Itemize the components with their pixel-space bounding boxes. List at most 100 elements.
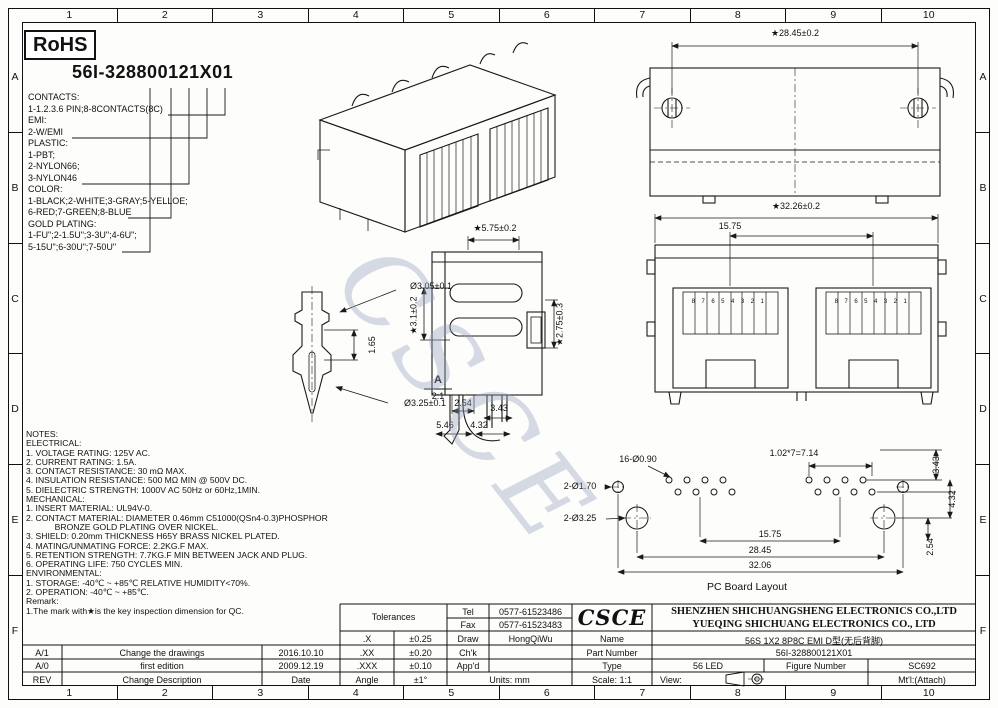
detail-a-view [292,286,452,424]
legend-line: 1-1.2.3.6 PIN;8-8CONTACTS(8C) [28,103,163,114]
grid-row-label: F [976,575,990,686]
legend-line: 2-W/EMI [28,126,63,137]
note-line: 6. OPERATING LIFE: 750 CYCLES MIN. [26,559,183,570]
legend-line: 5-15U";6-30U";7-50U" [28,241,117,252]
dim-top-view-width: ★28.45±0.2 [770,28,820,38]
grid-row-label: A [979,70,987,83]
dim-port-pitch: 15.75 [718,221,742,231]
note-line: 1.The mark with★is the key inspection di… [26,605,244,616]
detail-view-scale: 2:1 [431,391,445,401]
approved-label: App'd [456,661,480,671]
figure-number-label: Figure Number [785,661,847,671]
draw-label: Draw [457,634,479,644]
tolerance-value: ±1° [413,675,428,685]
detail-view-label: A [434,374,442,386]
grid-row-label: B [976,131,990,243]
pcb-layout-title: PC Board Layout [707,581,787,593]
grid-column-label: 9 [785,8,881,22]
grid-column-label: 7 [594,686,690,700]
revision-header-date: Date [291,675,311,685]
grid-row-label: A [11,70,19,83]
part-number-value: 56I-328800121X01 [775,648,853,658]
note-line: MECHANICAL: [26,494,85,505]
notes-block: NOTES:ELECTRICAL:1. VOLTAGE RATING: 125V… [26,429,328,616]
revision-description: first edition [140,661,184,671]
dim-pcb-1575: 15.75 [758,529,782,539]
tolerance-label: Angle [355,675,379,685]
note-line: 1. STORAGE: -40℃ ~ +85℃ RELATIVE HUMIDIT… [26,577,251,588]
legend-line: 2-NYLON66; [28,161,80,171]
dim-pcb-pitch: 1.02*7=7.14 [769,448,819,458]
tolerance-label: .XXX [356,661,378,671]
grid-column-label: 5 [403,8,499,22]
revision-description: Change the drawings [119,648,205,658]
figure-number-value: SC692 [908,661,936,671]
note-line: ENVIRONMENTAL: [26,568,102,579]
dim-post-165: 1.65 [367,336,377,354]
grid-column-label: 4 [307,8,404,22]
note-line: 3. CONTACT RESISTANCE: 30 mΩ MAX. [26,466,187,477]
revision-date: 2009.12.19 [278,661,324,671]
dim-pcb-3206: 32.06 [748,560,772,570]
revision-id: A/0 [35,661,49,671]
tel-value: 0577-61523486 [498,607,563,617]
note-line: ELECTRICAL: [26,438,82,449]
legend-line: CONTACTS: [28,92,80,102]
grid-column-label: 7 [594,8,690,22]
grid-row-label: E [8,464,22,575]
tolerance-label: .X [362,634,372,644]
note-line: 1. INSERT MATERIAL: UL94V-0. [26,503,153,514]
legend-line: 1-BLACK;2-WHITE;3-GRAY;5-YELLOE; [28,195,188,206]
name-label: Name [599,634,624,644]
product-name: 56S 1X2 8P8C EMI D型(无后背脚) [744,636,884,646]
company-logo: CSCE [577,605,647,630]
check-label: Ch'k [459,648,477,658]
legend-line: 1-FU";2-1.5U";3-3U";4-6U"; [28,230,137,240]
note-line: 2. OPERATION: -40℃ ~ +85℃. [26,587,149,598]
sheet-inner-border [22,22,976,686]
grid-column-label: 6 [498,8,595,22]
callout-leader-lines [72,88,226,253]
grid-column-label: 6 [498,686,595,700]
grid-column-label: 9 [785,686,881,700]
note-line: NOTES: [26,429,58,439]
legend-line: EMI: [28,115,47,125]
revision-header-description: Change Description [122,675,202,685]
note-line: 2. CURRENT RATING: 1.5A. [26,456,137,467]
part-number-label: Part Number [586,648,638,658]
pin-numbers-left-port: 87654321 [691,299,771,305]
type-label: Type [602,661,622,671]
dim-pcb-post-holes: 2-Ø3.25 [563,513,597,523]
revision-id: A/1 [35,648,49,658]
tel-label: Tel [462,607,474,617]
tolerance-value: ±0.25 [409,634,432,644]
dim-pcb-2845: 28.45 [748,545,772,555]
note-line: 5. DIELECTRIC STRENGTH: 1000V AC 50Hz or… [26,484,261,495]
legend-line: 1-PBT; [28,149,56,160]
grid-column-label: 2 [116,686,213,700]
grid-column-label: 1 [66,9,73,21]
note-line: 4. INSULATION RESISTANCE: 500 MΩ MIN @ 5… [26,475,248,486]
part-code-legend: CONTACTS:1-1.2.3.6 PIN;8-8CONTACTS(8C)EM… [28,92,188,253]
view-label: View: [660,675,682,685]
dim-pcb-343: 3.43 [931,456,941,474]
grid-row-label: B [8,131,22,243]
dim-side-546: 5.46 [436,420,454,430]
legend-line: 3-NYLON46 [28,172,78,183]
company-name-2: YUEQING SHICHUANG ELECTRONICS CO., LTD [692,619,936,630]
dim-pcb-432: 4.32 [947,490,957,508]
grid-column-label: 10 [880,686,977,700]
draw-value: HongQiWu [508,634,553,644]
note-line: 2. CONTACT MATERIAL: DIAMETER 0.46mm C51… [26,512,328,523]
legend-line: PLASTIC: [28,138,69,148]
title-block-grid [22,603,976,686]
isometric-view [317,42,557,233]
legend-line: COLOR: [28,184,63,194]
top-view [635,42,955,204]
dim-pcb-pin-holes: 16-Ø0.90 [619,454,657,464]
dim-pcb-254: 2.54 [925,538,935,556]
